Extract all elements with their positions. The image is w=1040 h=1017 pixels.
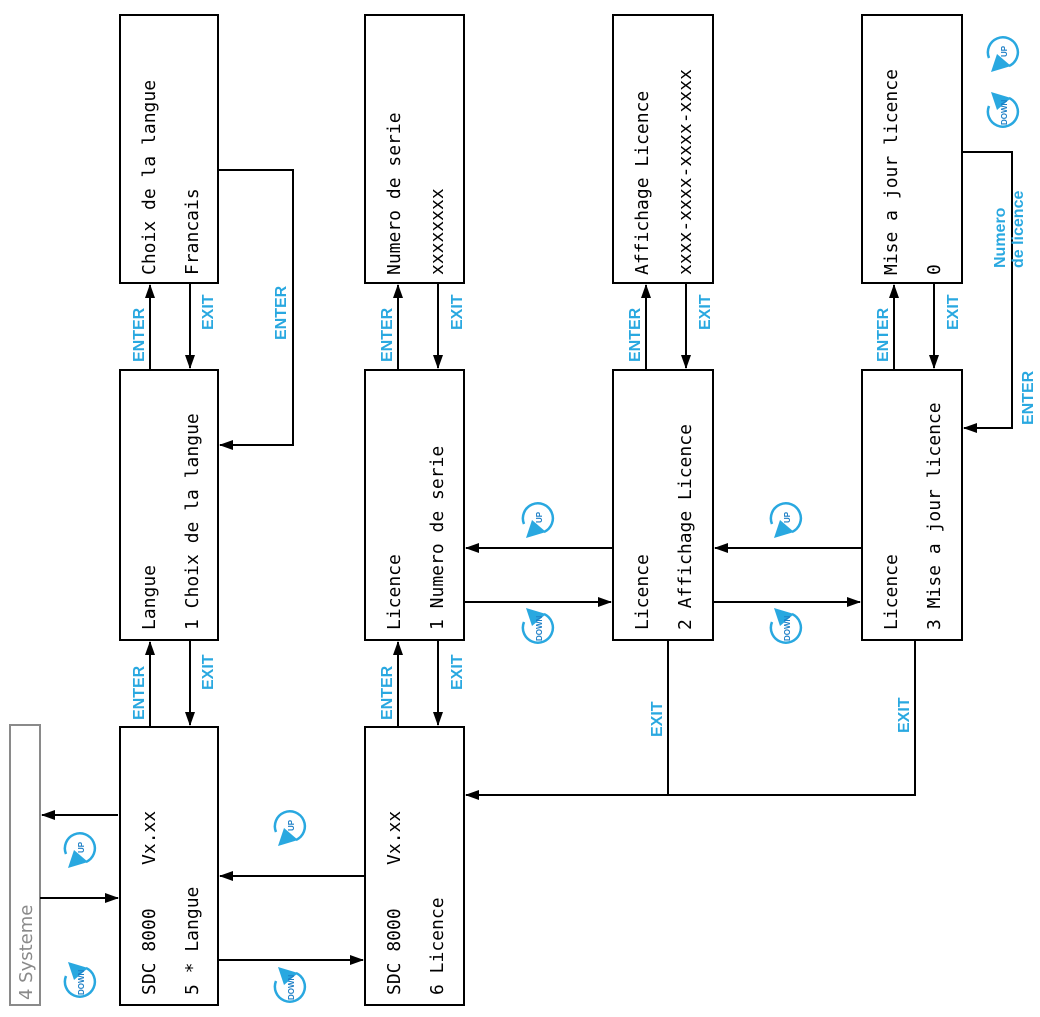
arrow-enter-confirm-licence <box>962 151 1013 433</box>
enter-label: ENTER <box>1020 370 1037 425</box>
de-licence-label: de licence <box>1010 191 1027 268</box>
box-licence-1: Licence 1 Numero de serie <box>364 369 465 641</box>
up-text: UP <box>1000 45 1009 57</box>
box-line2: 5 * Langue <box>182 887 203 995</box>
box-sdc-langue: SDC 8000 Vx.xx 5 * Langue <box>119 726 219 1006</box>
enter-label: ENTER <box>379 307 396 362</box>
enter-label: ENTER <box>131 307 148 362</box>
down-button-icon: DOWN <box>986 90 1020 128</box>
up-text: UP <box>77 841 86 853</box>
down-button-icon: DOWN <box>273 965 307 1003</box>
box-line1: SDC 8000 Vx.xx <box>139 811 160 995</box>
box-line1: Mise a jour licence <box>881 69 902 275</box>
box-line1: Affichage Licence <box>632 91 653 275</box>
box-langue-menu: Langue 1 Choix de la langue <box>119 369 219 641</box>
box-line1: Choix de la langue <box>139 80 160 275</box>
enter-label: ENTER <box>131 665 148 720</box>
enter-label: ENTER <box>273 285 290 340</box>
down-button-icon: DOWN <box>63 960 97 998</box>
box-line1: Langue <box>139 565 160 630</box>
box-line2: 1 Choix de la langue <box>182 413 203 630</box>
exit-label: EXIT <box>200 654 217 690</box>
exit-label: EXIT <box>697 294 714 330</box>
up-button-icon: UP <box>986 36 1020 74</box>
box-line1: Licence <box>384 554 405 630</box>
down-text: DOWN <box>1000 99 1009 125</box>
box-affichage-licence: Affichage Licence xxxx-xxxx-xxxx-xxxx <box>612 14 714 284</box>
box-line1: Licence <box>632 554 653 630</box>
exit-label: EXIT <box>200 294 217 330</box>
up-button-icon: UP <box>521 502 555 540</box>
exit-label: EXIT <box>945 294 962 330</box>
box-sdc-licence: SDC 8000 Vx.xx 6 Licence <box>364 726 465 1006</box>
section-label: 4 Systeme <box>9 724 41 1006</box>
up-button-icon: UP <box>63 832 97 870</box>
down-text: DOWN <box>77 969 86 995</box>
down-text: DOWN <box>783 615 792 641</box>
numero-label: Numero <box>992 207 1009 268</box>
section-title: 4 Systeme <box>16 905 37 1000</box>
box-line1: SDC 8000 Vx.xx <box>384 811 405 995</box>
up-button-icon: UP <box>769 502 803 540</box>
box-licence-3: Licence 3 Mise a jour licence <box>861 369 963 641</box>
enter-label: ENTER <box>875 307 892 362</box>
up-text: UP <box>783 511 792 523</box>
enter-label: ENTER <box>379 665 396 720</box>
box-line2: 1 Numero de serie <box>427 446 448 630</box>
enter-label: ENTER <box>627 307 644 362</box>
exit-label: EXIT <box>449 294 466 330</box>
exit-label: EXIT <box>649 701 666 737</box>
box-line2: 6 Licence <box>427 897 448 995</box>
down-button-icon: DOWN <box>521 606 555 644</box>
box-line2: xxxxxxxx <box>427 188 448 275</box>
up-text: UP <box>287 819 296 831</box>
exit-label: EXIT <box>896 697 913 733</box>
down-text: DOWN <box>535 615 544 641</box>
exit-label: EXIT <box>449 654 466 690</box>
box-choix-langue: Choix de la langue Francais <box>119 14 219 284</box>
down-button-icon: DOWN <box>769 606 803 644</box>
box-line1: Numero de serie <box>384 112 405 275</box>
arrow-enter-confirm-langue <box>218 169 294 450</box>
box-line2: 0 <box>924 264 945 275</box>
up-text: UP <box>535 511 544 523</box>
down-text: DOWN <box>287 974 296 1000</box>
arrow-exit-to-sdc-licence <box>465 640 669 800</box>
box-line2: Francais <box>182 188 203 275</box>
box-line2: xxxx-xxxx-xxxx-xxxx <box>675 69 696 275</box>
box-line2: 2 Affichage Licence <box>675 424 696 630</box>
box-line2: 3 Mise a jour licence <box>924 402 945 630</box>
box-numero-serie: Numero de serie xxxxxxxx <box>364 14 465 284</box>
up-button-icon: UP <box>273 810 307 848</box>
box-mise-a-jour: Mise a jour licence 0 <box>861 14 963 284</box>
box-licence-2: Licence 2 Affichage Licence <box>612 369 714 641</box>
line-exit-licence-3 <box>668 640 916 796</box>
box-line1: Licence <box>881 554 902 630</box>
